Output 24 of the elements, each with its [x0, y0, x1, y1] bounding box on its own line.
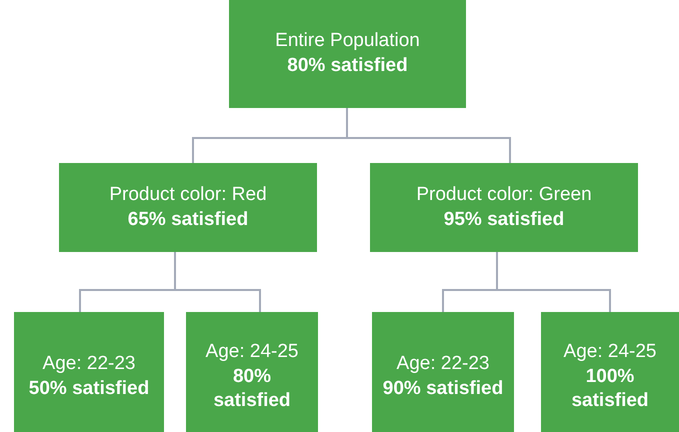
tree-node-box	[372, 312, 514, 432]
tree-node-box	[14, 312, 164, 432]
node-heading: Age: 24-25	[564, 340, 656, 364]
node-heading: Age: 24-25	[206, 340, 298, 364]
satisfaction-value: 80% satisfied	[212, 364, 292, 414]
connector-line	[174, 252, 261, 312]
tree-node-box	[59, 163, 317, 252]
tree-node-box	[229, 0, 466, 108]
node-heading: Age: 22-23	[396, 352, 490, 376]
tree-node-box	[541, 312, 679, 432]
satisfaction-value: 95% satisfied	[444, 208, 564, 232]
satisfaction-value: 80% satisfied	[287, 54, 408, 78]
tree-node-box	[186, 312, 318, 432]
node-heading: Product color: Green	[416, 182, 592, 207]
satisfaction-value: 65% satisfied	[128, 208, 248, 232]
satisfaction-value: 90% satisfied	[382, 377, 504, 401]
connector-line	[346, 108, 511, 163]
satisfaction-value: 100% satisfied	[570, 364, 650, 414]
node-heading: Age: 22-23	[42, 352, 136, 376]
connector-line	[496, 252, 611, 312]
node-heading: Entire Population	[275, 29, 420, 54]
satisfaction-value: 50% satisfied	[28, 377, 150, 401]
tree-node-box	[370, 163, 638, 252]
node-heading: Product color: Red	[109, 182, 267, 207]
